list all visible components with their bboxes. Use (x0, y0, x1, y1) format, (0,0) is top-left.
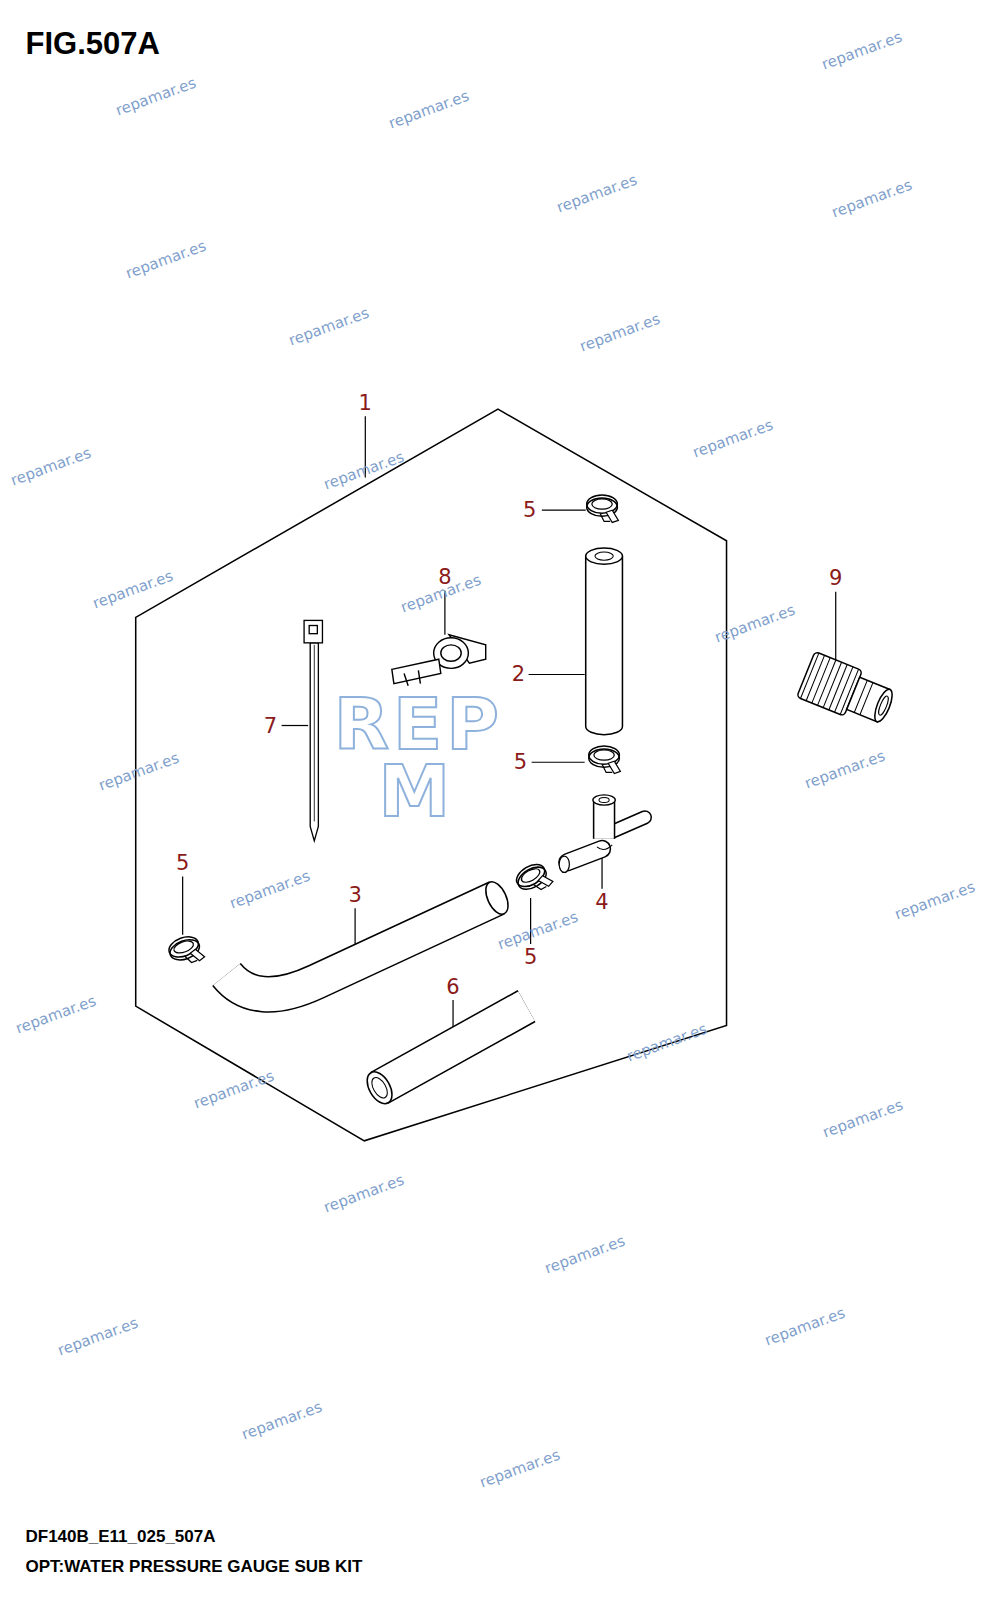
callout-number: 5 (514, 752, 527, 773)
watermark: repamar.es (114, 75, 198, 118)
watermark: repamar.es (91, 568, 175, 611)
callout-number: 4 (595, 892, 608, 913)
watermark: repamar.es (56, 1315, 140, 1358)
callout-number: 7 (264, 715, 277, 736)
watermark: repamar.es (555, 172, 639, 215)
watermark: repamar.es (14, 994, 98, 1037)
watermark: repamar.es (578, 311, 662, 354)
watermark: repamar.es (763, 1305, 847, 1348)
watermark: repamar.es (386, 89, 470, 132)
hose-clip (392, 635, 486, 686)
threaded-fitting (797, 652, 899, 731)
callout-number: 6 (446, 976, 459, 997)
watermark: repamar.es (322, 1172, 406, 1215)
straight-hose (362, 1006, 526, 1108)
watermark: repamar.es (228, 868, 312, 911)
figure-code: DF140B_E11_025_507A (26, 1527, 216, 1544)
watermark: repamar.es (625, 1021, 709, 1064)
watermark: repamar.es (821, 1098, 905, 1141)
figure-title: FIG.507A (26, 27, 160, 58)
watermark: repamar.es (286, 305, 370, 348)
watermark: repamar.es (496, 909, 580, 952)
watermark: repamar.es (478, 1448, 562, 1491)
watermark: repamar.es (322, 450, 406, 493)
watermark: repamar.es (192, 1068, 276, 1111)
figure-caption: OPT:WATER PRESSURE GAUGE SUB KIT (26, 1558, 363, 1575)
watermark: repamar.es (124, 239, 208, 282)
callout-number: 1 (359, 393, 372, 414)
watermark: repamar.es (543, 1234, 627, 1277)
watermark: repamar.es (713, 603, 797, 646)
logo-letters: M (378, 755, 454, 827)
kit-outline (136, 409, 727, 1141)
callout-number: 9 (829, 567, 842, 588)
callout-number: 5 (523, 500, 536, 521)
leader-lines (183, 416, 836, 1053)
watermark: repamar.es (803, 749, 887, 792)
callout-number: 3 (348, 884, 361, 905)
watermark: repamar.es (830, 178, 914, 221)
logo-letters: REP (334, 688, 503, 760)
watermark: repamar.es (97, 751, 181, 794)
watermark: repamar.es (9, 446, 93, 489)
watermark: repamar.es (240, 1400, 324, 1443)
watermark: repamar.es (820, 30, 904, 73)
cable-tie (304, 620, 322, 840)
callout-number: 5 (524, 947, 537, 968)
t-fitting (559, 795, 645, 873)
callout-number: 5 (176, 853, 189, 874)
thread-line (854, 680, 867, 712)
thread-line (860, 683, 873, 715)
callout-number: 2 (512, 664, 525, 685)
watermark: repamar.es (893, 880, 977, 923)
hose (586, 548, 623, 735)
watermark: repamar.es (691, 417, 775, 460)
